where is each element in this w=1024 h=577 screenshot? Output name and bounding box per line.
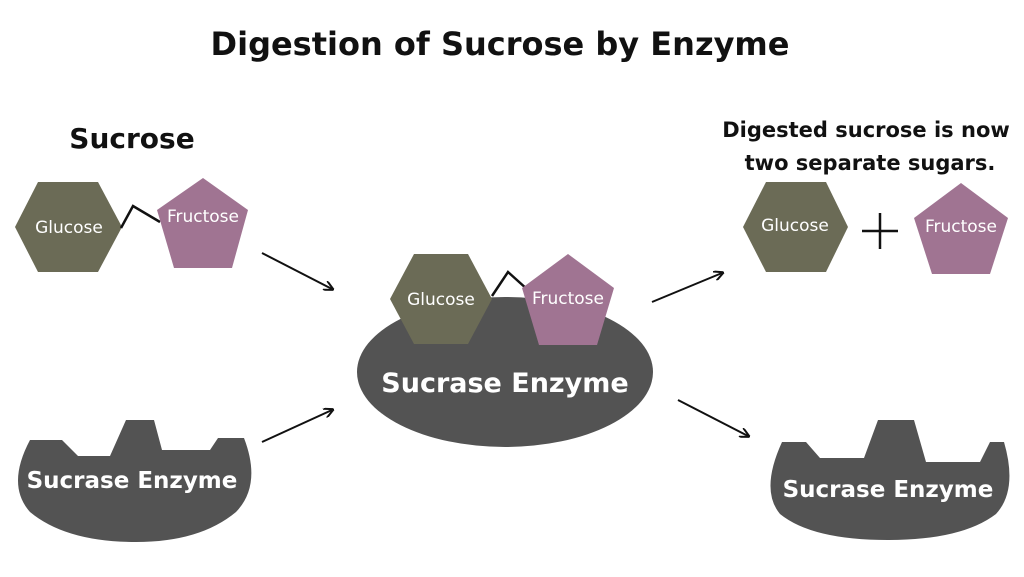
result-note-line2: two separate sugars.: [745, 151, 996, 175]
complex-fructose-label: Fructose: [532, 289, 604, 309]
enzyme-substrate-complex: Glucose Fructose Sucrase Enzyme: [357, 254, 653, 447]
enzyme-body: [18, 420, 252, 542]
sucrase-enzyme-free: Sucrase Enzyme: [18, 420, 252, 542]
product-glucose-label: Glucose: [761, 216, 829, 236]
arrow-complex-to-products: [651, 273, 722, 303]
complex-glucose-label: Glucose: [407, 290, 475, 310]
sucrose-heading: Sucrose: [69, 122, 194, 155]
sucrose-molecule: Glucose Fructose: [15, 178, 248, 272]
diagram-title: Digestion of Sucrose by Enzyme: [211, 25, 790, 63]
fructose-label: Fructose: [167, 207, 239, 227]
sucrase-enzyme-released: Sucrase Enzyme: [770, 420, 1010, 540]
product-fructose-label: Fructose: [925, 217, 997, 237]
plus-icon: [862, 213, 898, 249]
result-note-line1: Digested sucrose is now: [722, 118, 1010, 142]
product-fructose-pentagon: [914, 183, 1008, 274]
complex-fructose-pentagon: [522, 254, 614, 345]
complex-glycosidic-bond: [490, 270, 529, 297]
product-glucose-hexagon: [743, 182, 848, 272]
fructose-pentagon: [157, 178, 248, 268]
arrow-complex-to-enzyme: [677, 399, 748, 436]
complex-glucose-hexagon: [390, 254, 492, 344]
released-enzyme-body: [770, 420, 1010, 540]
glucose-hexagon: [15, 182, 122, 272]
enzyme-label: Sucrase Enzyme: [27, 468, 238, 494]
glucose-label: Glucose: [35, 218, 103, 238]
product-sugars: Glucose Fructose: [743, 182, 1008, 274]
glycosidic-bond: [119, 204, 161, 229]
released-enzyme-label: Sucrase Enzyme: [783, 477, 994, 503]
arrow-enzyme-to-complex: [261, 410, 332, 443]
complex-enzyme-label: Sucrase Enzyme: [381, 368, 628, 399]
arrow-sucrose-to-complex: [261, 252, 332, 289]
